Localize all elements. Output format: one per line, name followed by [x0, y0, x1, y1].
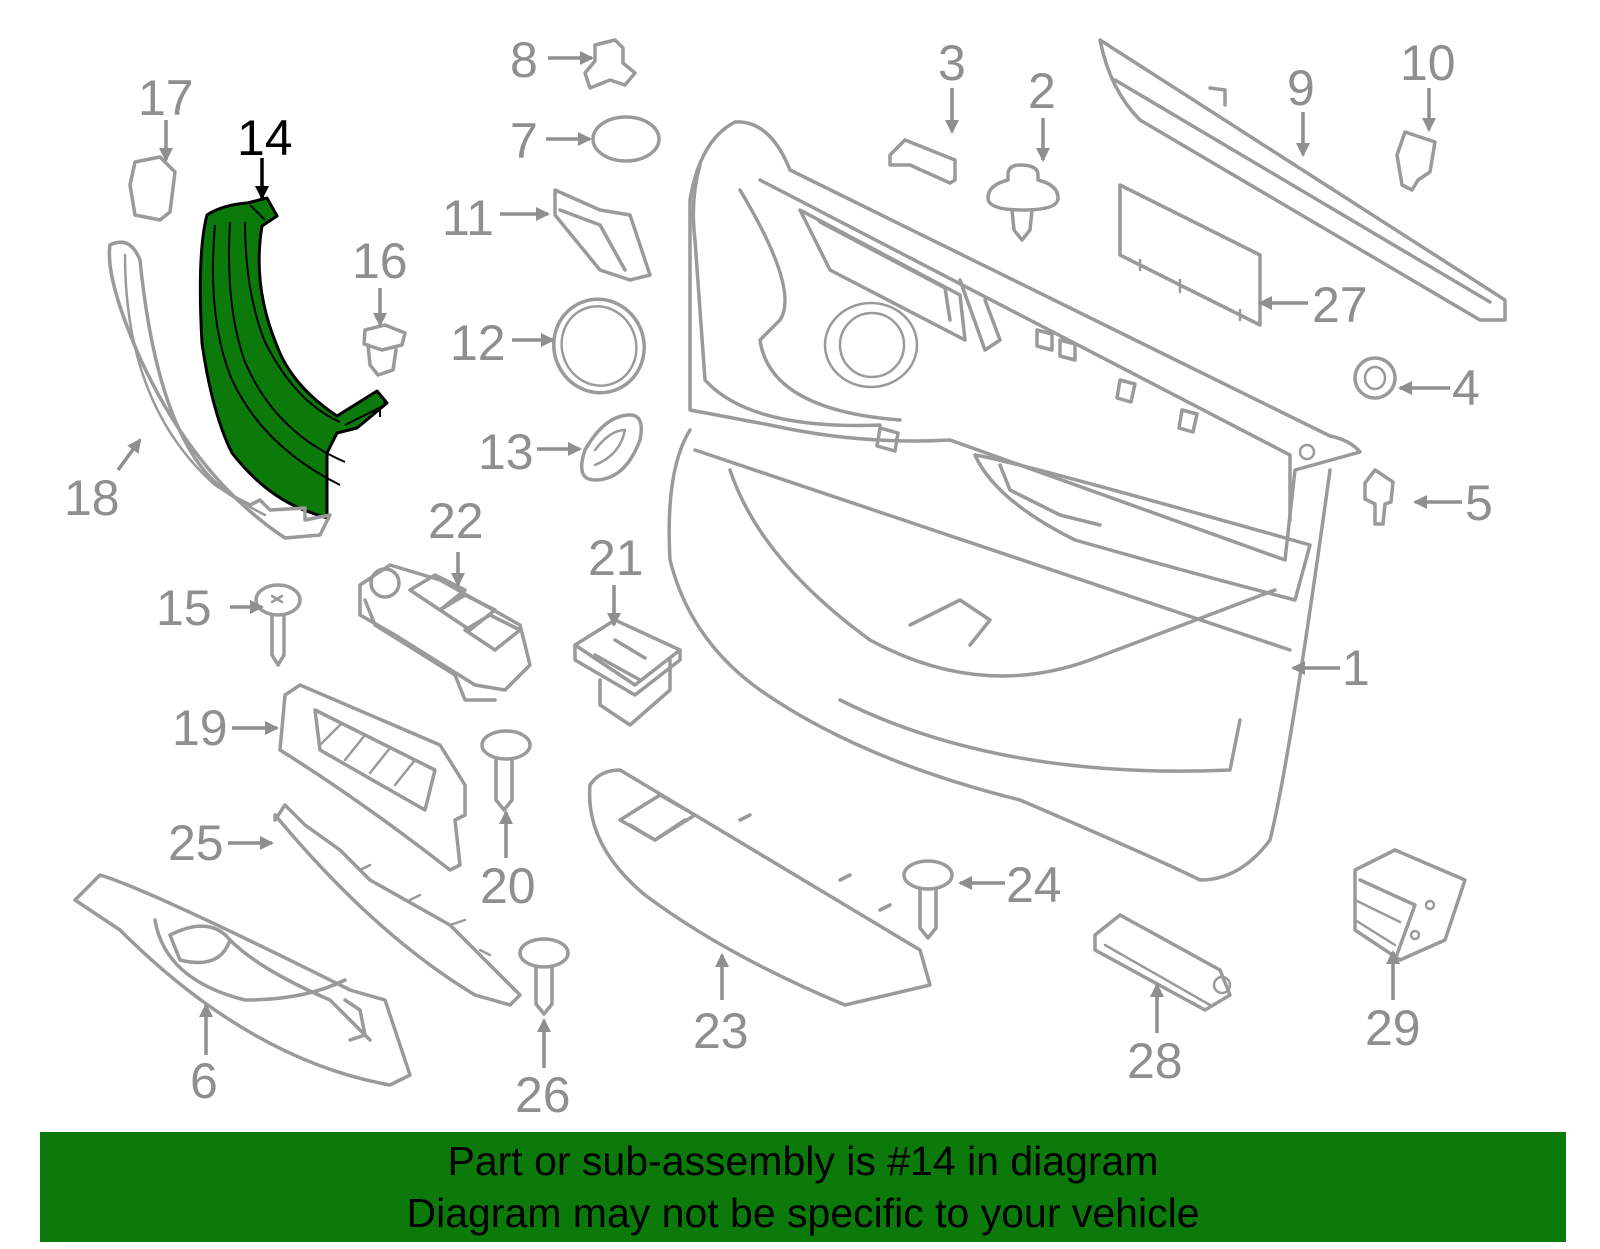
- grab-handle-part-14: [198, 196, 389, 520]
- panel-plate-part-27: [1118, 183, 1262, 327]
- grommet-part-4: [1353, 356, 1397, 400]
- callout-11: 11: [442, 190, 494, 246]
- screw-part-15: [254, 583, 302, 667]
- window-trim-strip-part-9: [1098, 38, 1507, 322]
- clip-part-17: [128, 155, 177, 222]
- armrest-trim-part-6: [73, 873, 412, 1087]
- callout-8: 8: [510, 32, 538, 88]
- master-switch-part-22: [358, 563, 532, 702]
- window-switch-panel-part-19: [278, 683, 467, 872]
- o-ring-part-7: [591, 115, 661, 163]
- info-banner: Part or sub-assembly is #14 in diagram D…: [40, 1132, 1566, 1242]
- callout-10: 10: [1400, 35, 1456, 91]
- callout-28: 28: [1127, 1033, 1183, 1089]
- lower-trim-part-23: [587, 768, 932, 1007]
- callout-1: 1: [1342, 640, 1370, 696]
- callout-29: 29: [1365, 1000, 1421, 1056]
- clip-part-10: [1395, 130, 1437, 192]
- door-trim-panel-part-1: [667, 120, 1362, 882]
- callout-27: 27: [1312, 277, 1368, 333]
- callout-2: 2: [1028, 63, 1056, 119]
- screw-part-26: [518, 937, 570, 1016]
- clip-part-5: [1363, 468, 1395, 526]
- clip-part-16: [362, 323, 407, 377]
- callout-25: 25: [168, 815, 224, 871]
- clip-part-8: [583, 38, 637, 90]
- leader-arrows: [116, 51, 1462, 1068]
- callout-5: 5: [1465, 475, 1493, 531]
- callout-4: 4: [1452, 360, 1480, 416]
- callout-17: 17: [138, 70, 194, 126]
- callout-18: 18: [64, 470, 120, 526]
- callout-20: 20: [480, 858, 536, 914]
- speaker-ring-part-12: [552, 297, 646, 395]
- callout-13: 13: [478, 424, 534, 480]
- callout-3: 3: [938, 35, 966, 91]
- callout-12: 12: [450, 315, 506, 371]
- handle-bezel-part-13: [579, 413, 643, 482]
- callout-22: 22: [428, 493, 484, 549]
- tweeter-cover-part-11: [553, 188, 652, 282]
- switch-part-21: [573, 618, 682, 727]
- callout-labels: 1 2 3 4 5 6 7 8 9 10 11 12 13 14 15 16 1…: [64, 32, 1493, 1123]
- callout-14: 14: [237, 110, 293, 166]
- callout-7: 7: [510, 113, 538, 169]
- callout-6: 6: [190, 1053, 218, 1109]
- banner-line-part-number: Part or sub-assembly is #14 in diagram: [447, 1138, 1159, 1184]
- banner-line-disclaimer: Diagram may not be specific to your vehi…: [406, 1190, 1200, 1236]
- a-pillar-trim-part-18: [107, 240, 332, 540]
- callout-21: 21: [588, 530, 644, 586]
- module-part-28: [1093, 913, 1232, 1012]
- screw-part-24: [902, 859, 954, 940]
- trim-strip-part-25: [273, 803, 522, 1007]
- callout-24: 24: [1006, 857, 1062, 913]
- callout-26: 26: [515, 1067, 571, 1123]
- push-clip-part-2: [986, 163, 1060, 242]
- callout-15: 15: [156, 580, 212, 636]
- bracket-part-3: [888, 138, 957, 185]
- speaker-unit-part-29: [1353, 848, 1467, 962]
- callout-16: 16: [352, 233, 408, 289]
- callout-9: 9: [1287, 60, 1315, 116]
- screw-part-20: [480, 729, 532, 812]
- callout-19: 19: [172, 700, 228, 756]
- callout-23: 23: [693, 1003, 749, 1059]
